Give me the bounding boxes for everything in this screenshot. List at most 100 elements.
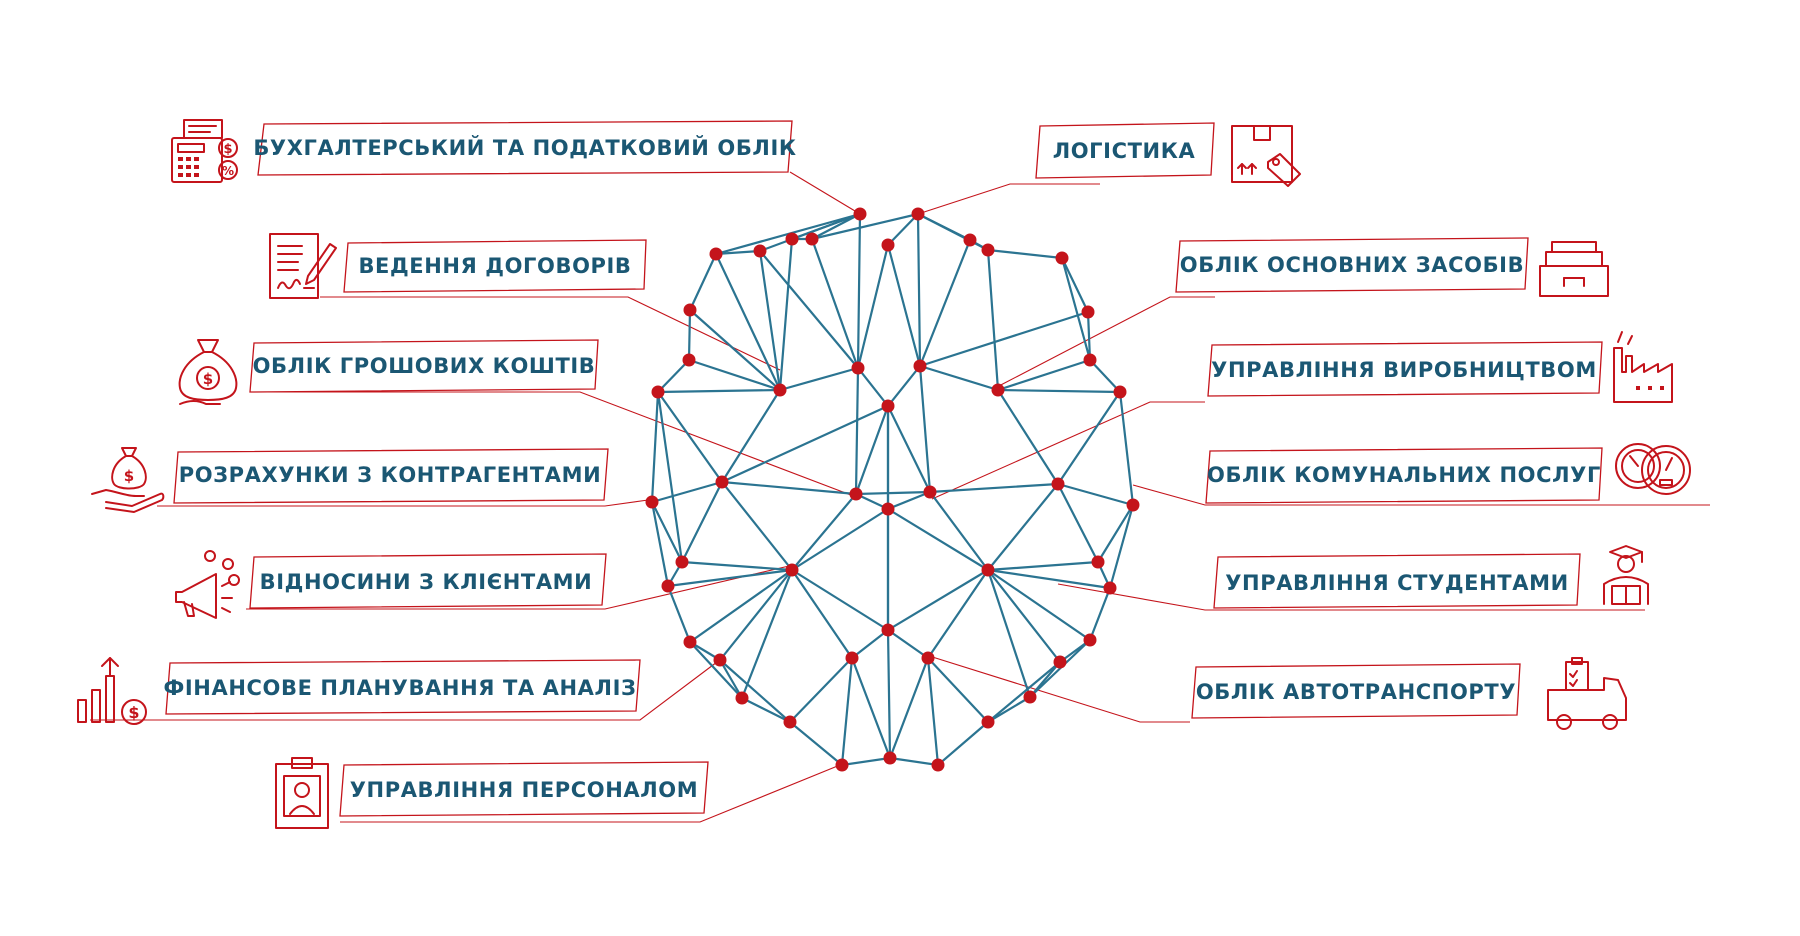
network-edge [850,656,892,760]
network-node [1083,353,1097,367]
network-node [1126,498,1140,512]
dollar-glyph: $ [223,142,232,157]
network-edge [1028,660,1062,699]
network-node [709,247,723,261]
network-node [931,758,945,772]
network-node [753,244,767,258]
network-node [735,691,749,705]
network-edge [986,695,1032,724]
module-vehicles: ОБЛІК АВТОТРАНСПОРТУ [1191,663,1521,719]
network-node [851,361,865,375]
network-node [883,751,897,765]
network-edge [718,568,794,662]
network-node [1103,581,1117,595]
network-edge [1118,390,1135,507]
module-counterparties: РОЗРАХУНКИ З КОНТРАГЕНТАМИ [173,448,609,504]
network-node [713,653,727,667]
network-node [881,502,895,516]
network-edge [918,364,1000,392]
network-edge [656,390,724,484]
network-node [849,487,863,501]
network-edge [720,480,794,572]
megaphone-icon [175,550,240,619]
network-edge [986,560,1100,572]
network-edge [1096,503,1135,564]
network-edge [778,366,860,392]
label-students: УПРАВЛІННЯ СТУДЕНТАМИ [1225,571,1569,595]
network-edge [886,507,990,572]
network-edge [840,756,892,767]
network-edge [850,628,890,660]
module-planning: ФІНАНСОВЕ ПЛАНУВАННЯ ТА АНАЛІЗ [163,659,641,715]
network-edge [996,388,1122,394]
network-edge [680,560,794,572]
network-edge [886,364,922,408]
network-edge [1056,482,1100,564]
network-edge [666,584,692,644]
network-node [845,651,859,665]
contract-icon [269,233,337,299]
label-production: УПРАВЛІННЯ ВИРОБНИЦТВОМ [1211,358,1597,382]
network-node [1113,385,1127,399]
network-node [1091,555,1105,569]
network-node [785,232,799,246]
dollar-glyph: $ [203,370,213,388]
factory-icon [1613,331,1673,403]
network-edge [1088,358,1122,394]
percent-glyph: % [222,164,234,178]
network-edge [888,756,940,767]
growth-chart-icon: $ [77,657,147,725]
network-edge [986,568,1112,590]
network-edge [758,249,860,370]
network-edge [688,252,718,312]
network-node [1051,477,1065,491]
network-node [683,303,697,317]
network-edge [928,482,1060,494]
network-node [1023,690,1037,704]
box-tag-icon [1231,125,1301,187]
network-edge [714,249,762,256]
module-students: УПРАВЛІННЯ СТУДЕНТАМИ [1213,553,1581,609]
network-edge [986,568,1092,642]
network-edge [740,696,792,724]
network-node [675,555,689,569]
network-edge [718,658,744,700]
network-edge [918,238,972,368]
network-edge [687,358,782,392]
network-edge [718,658,792,724]
network-edge [888,656,930,760]
network-edge [986,248,1000,392]
network-node [963,233,977,247]
network-node [981,563,995,577]
gauges-icon [1615,443,1691,495]
network-edge [856,243,890,370]
network-edge [758,249,782,392]
network-edge [886,628,930,660]
network-edge [650,390,660,504]
label-cash: ОБЛІК ГРОШОВИХ КОШТІВ [253,354,596,378]
network-edge [688,640,744,700]
leader-lines [90,171,1710,823]
network-edge [1086,310,1092,362]
module-contracts: ВЕДЕННЯ ДОГОВОРІВ [343,239,647,293]
label-clients: ВІДНОСИНИ З КЛІЄНТАМИ [260,570,593,594]
network-edge [656,358,691,394]
network-node [715,475,729,489]
network-node [661,579,675,593]
truck-icon [1547,657,1627,730]
network-edge [986,248,1064,260]
dollar-glyph: $ [128,703,139,722]
network-edge [1060,256,1092,362]
network-node [1081,305,1095,319]
module-personnel: УПРАВЛІННЯ ПЕРСОНАЛОМ [339,761,709,817]
network-edge [986,660,1062,724]
network-node [911,207,925,221]
network-edge [758,212,862,253]
network-edge [810,237,860,370]
module-accounting: БУХГАЛТЕРСЬКИЙ ТА ПОДАТКОВИЙ ОБЛІК [253,120,796,176]
network-edge [926,656,940,767]
calculator-icon: $ % [171,119,238,183]
network-edge [1056,482,1135,507]
network-edge [650,500,670,588]
